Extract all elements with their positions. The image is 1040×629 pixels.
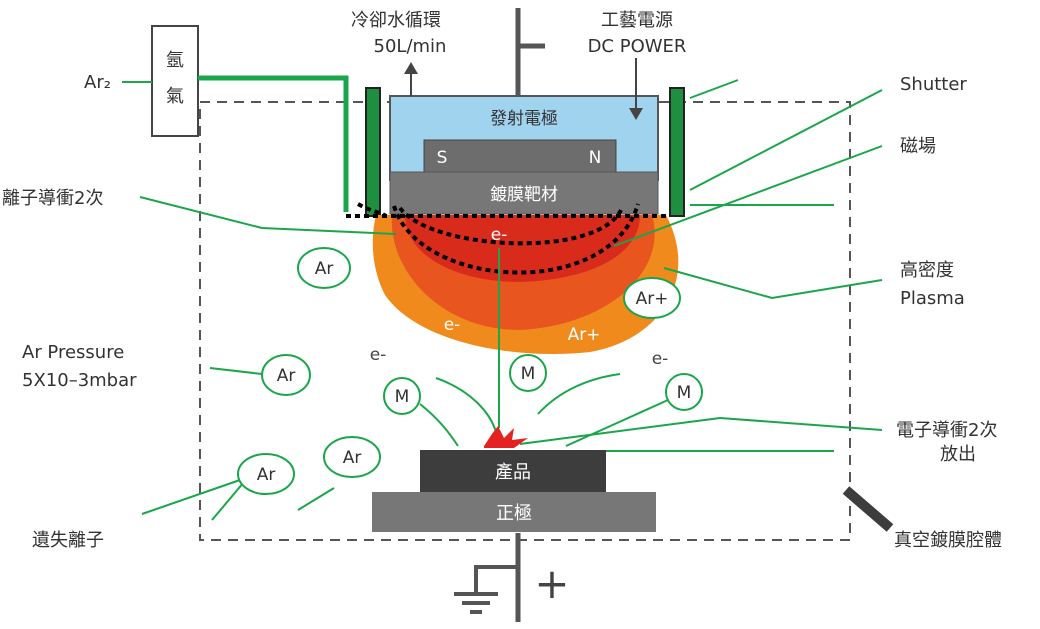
magnetic-field-label: 磁場 xyxy=(900,136,936,157)
ar-particle-upper-left xyxy=(297,247,351,289)
anode-label: 正極 xyxy=(496,503,532,524)
annotation-lines xyxy=(139,79,883,521)
anode-block xyxy=(372,492,656,532)
lost-ions-label: 遺失離子 xyxy=(32,530,104,551)
process-power-label: 工藝電源 xyxy=(601,10,673,31)
ar-particle-lower-left xyxy=(237,453,295,495)
gas-box-char-1: 氬 xyxy=(166,50,184,71)
m-text-right: M xyxy=(677,383,692,403)
electron-secondary-label-2: 放出 xyxy=(940,444,976,465)
product-block xyxy=(420,450,606,492)
electron-secondary-label-1: 電子導衝2次 xyxy=(896,420,997,441)
impact-spark xyxy=(484,426,528,448)
electron-text-right: e- xyxy=(652,349,669,369)
magnetic-field-lines xyxy=(346,202,668,275)
magnet-south-label: S xyxy=(437,148,448,168)
magnet-north-label: N xyxy=(589,148,602,168)
ar-text-mid-left: Ar xyxy=(277,366,296,386)
ar-text-lower-mid: Ar xyxy=(343,448,362,468)
electron-text-plasma-top: e- xyxy=(491,225,508,245)
ar-particle-lower-mid xyxy=(323,436,381,478)
m-particle-right xyxy=(665,373,703,411)
electron-text-left: e- xyxy=(370,345,387,365)
dc-power-label: DC POWER xyxy=(588,36,687,57)
shutter-right xyxy=(669,87,685,217)
cooling-arrow-head xyxy=(404,62,418,74)
coating-target xyxy=(389,171,659,215)
ar-plus-text-right: Ar+ xyxy=(636,289,669,309)
shutter-left xyxy=(365,87,381,217)
argon-gas-box xyxy=(151,25,199,137)
dense-plasma-label-2: Plasma xyxy=(900,288,965,309)
m-particle-center xyxy=(509,354,547,392)
cooling-water-label: 冷卻水循環 xyxy=(351,10,441,31)
ion-secondary-label: 離子導衝2次 xyxy=(2,188,103,209)
pressure-label-2: 5X10–3mbar xyxy=(22,370,137,391)
ar-ion-right xyxy=(623,277,681,319)
gas-box-char-2: 氣 xyxy=(166,86,184,107)
product-label: 產品 xyxy=(495,462,531,483)
power-arrow-head xyxy=(629,108,643,120)
magnet-bar xyxy=(423,139,617,173)
dense-plasma-label-1: 高密度 xyxy=(900,260,954,281)
shutter-label: Shutter xyxy=(900,74,967,95)
ar-text-upper-left: Ar xyxy=(315,259,334,279)
pressure-label-1: Ar Pressure xyxy=(22,342,124,363)
ground-symbol xyxy=(454,565,518,614)
electron-text-plasma-left: e- xyxy=(444,315,461,335)
ar-particle-mid-left xyxy=(261,354,311,396)
m-particle-left xyxy=(383,377,421,415)
plus-sign: + xyxy=(534,559,569,608)
chamber-wall-marker xyxy=(842,486,894,532)
coating-target-label: 鍍膜靶材 xyxy=(490,184,558,205)
m-text-left: M xyxy=(395,387,410,407)
ar2-label: Ar₂ xyxy=(84,72,111,93)
ar-ion-text-plasma: Ar+ xyxy=(568,325,601,345)
emitter-electrode-label: 發射電極 xyxy=(490,109,558,129)
vacuum-chamber-label: 真空鍍膜腔體 xyxy=(894,530,1002,551)
cooling-flow-label: 50L/min xyxy=(374,36,447,57)
argon-supply-pipe xyxy=(198,75,349,212)
particles xyxy=(237,247,703,495)
ar-text-lower-left: Ar xyxy=(257,465,276,485)
m-text-center: M xyxy=(521,364,536,384)
